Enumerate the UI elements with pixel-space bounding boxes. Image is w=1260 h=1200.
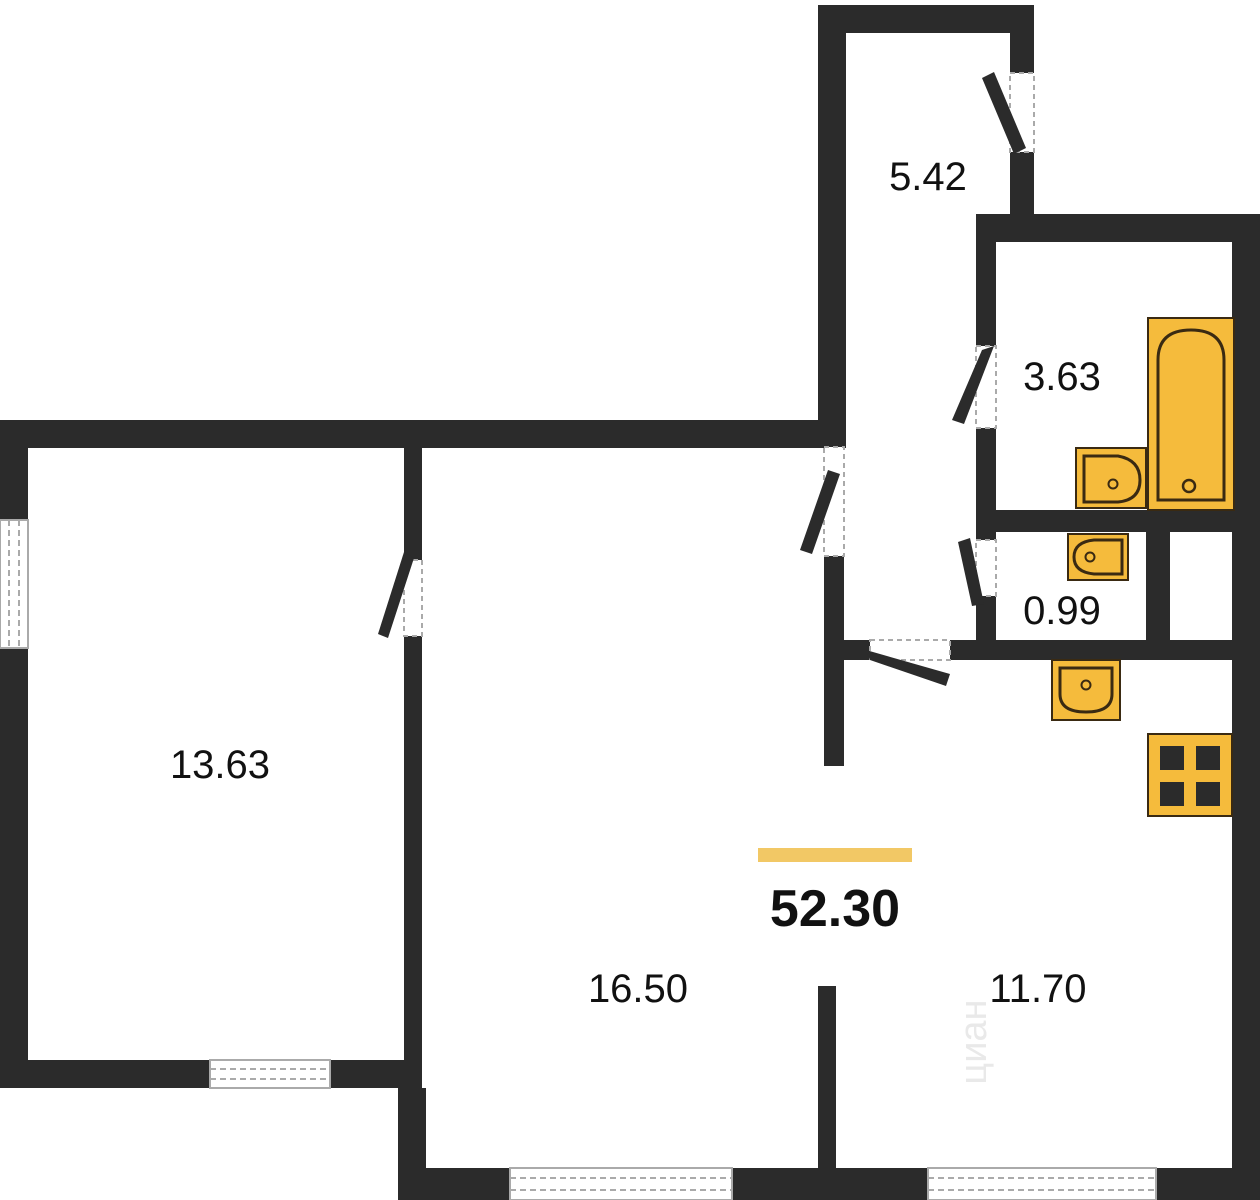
wall-corridor-top [818, 5, 1034, 33]
door-swing-icon [800, 446, 845, 557]
wall-kitchen-divider [818, 986, 836, 1200]
room-area-bedroom: 13.63 [170, 743, 270, 787]
wall-corridor-bottom-left [824, 640, 870, 660]
walls [0, 5, 1260, 1200]
window-icon [0, 519, 29, 649]
window-icon [927, 1167, 1157, 1200]
sink-icon [1075, 447, 1147, 509]
fixtures [1051, 317, 1235, 817]
windows [0, 519, 1157, 1200]
door-swing-icon [952, 345, 997, 429]
watermark: циан [953, 999, 995, 1084]
window-icon [509, 1167, 733, 1200]
door-swing-icon [958, 538, 997, 606]
stove-icon [1147, 733, 1233, 817]
door-swing-icon [378, 552, 423, 638]
room-area-living: 16.50 [588, 967, 688, 1011]
room-area-bathroom: 3.63 [1023, 355, 1101, 399]
wall-toilet-right [1146, 510, 1170, 658]
door-swing-icon [866, 639, 951, 686]
wall-bedroom-divider-bottom [404, 636, 422, 1088]
wall-bedroom-divider-top [404, 420, 422, 560]
toilet-icon [1067, 533, 1129, 581]
room-area-kitchen: 11.70 [989, 967, 1086, 1011]
sink-icon [1051, 659, 1121, 721]
doors [378, 72, 1035, 686]
cian-logo-icon: циан [953, 999, 995, 1084]
wall-bedroom-left-lower [0, 648, 28, 1088]
wall-bedroom-bottom-left [0, 1060, 210, 1088]
room-area-toilet: 0.99 [1023, 589, 1101, 633]
wall-corridor-left-mid [824, 556, 844, 766]
window-icon [209, 1059, 331, 1089]
wall-right [1232, 214, 1260, 1200]
wall-corridor-right-mid [1010, 152, 1034, 224]
room-area-corridor: 5.42 [889, 155, 967, 199]
wall-toilet-bottom [950, 640, 1260, 660]
wall-bath-left-top [976, 214, 996, 346]
wall-bath-top [976, 214, 1260, 242]
wall-top-left [0, 420, 846, 448]
total-accent-bar [758, 848, 912, 862]
door-swing-icon [982, 72, 1035, 154]
wall-bath-bottom [976, 510, 1260, 532]
wall-corridor-left-top [818, 5, 846, 447]
wall-corridor-right-top [1010, 5, 1034, 73]
bathtub-icon [1147, 317, 1235, 511]
wall-bottom-left [398, 1168, 510, 1200]
total-area: 52.30 [770, 880, 900, 938]
